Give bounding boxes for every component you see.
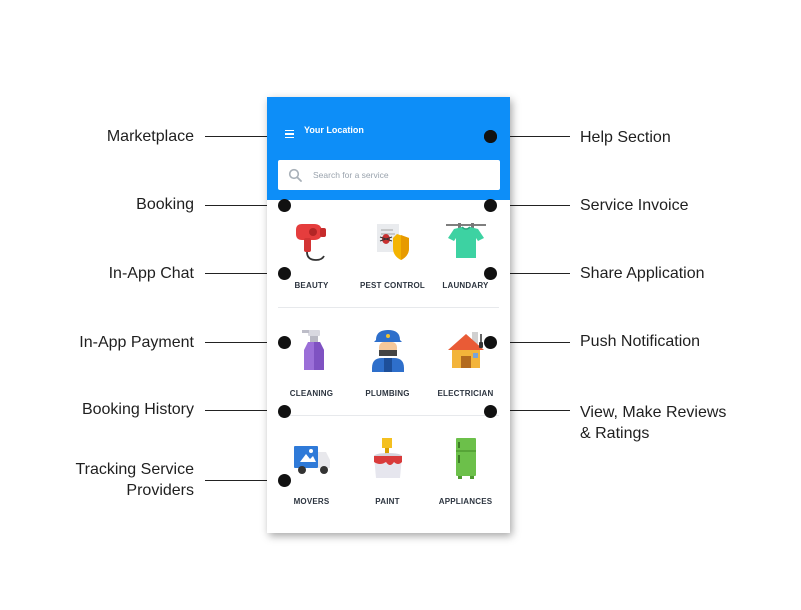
- category-label: APPLIANCES: [438, 497, 493, 506]
- app-header: Your Location Search for a service: [267, 97, 510, 200]
- pest-shield-icon: [377, 224, 409, 260]
- callout-dot: [484, 336, 497, 349]
- category-label: PEST CONTROL: [359, 281, 426, 290]
- menu-icon[interactable]: [285, 130, 294, 139]
- category-electrician[interactable]: ELECTRICIAN: [425, 308, 506, 416]
- category-paint[interactable]: PAINT: [347, 416, 428, 524]
- category-beauty[interactable]: BEAUTY: [271, 200, 352, 308]
- callout-tracking-service-providers: Tracking Service Providers: [75, 461, 194, 499]
- callout-line: [205, 205, 285, 206]
- callout-line: [205, 136, 285, 137]
- callout-reviews-ratings: View, Make Reviews & Ratings: [580, 404, 727, 442]
- callout-booking-history: Booking History: [81, 401, 194, 418]
- paint-bucket-icon: [374, 438, 402, 478]
- callout-line: [205, 410, 285, 411]
- category-label: MOVERS: [293, 497, 330, 506]
- category-plumbing[interactable]: PLUMBING: [347, 308, 428, 416]
- callout-dot: [278, 474, 291, 487]
- callout-line: [491, 205, 570, 206]
- callout-line: [205, 273, 285, 274]
- category-label: ELECTRICIAN: [437, 389, 494, 398]
- refrigerator-icon: [456, 438, 476, 479]
- category-laundary[interactable]: LAUNDARY: [425, 200, 506, 308]
- spray-bottle-icon: [302, 330, 324, 370]
- house-plug-icon: [448, 332, 484, 368]
- callout-service-invoice: Service Invoice: [580, 197, 689, 214]
- plumber-icon: [372, 330, 404, 372]
- callout-dot: [484, 130, 497, 143]
- category-label: BEAUTY: [294, 281, 329, 290]
- search-placeholder: Search for a service: [313, 170, 389, 180]
- callout-push-notification: Push Notification: [580, 333, 701, 350]
- callout-line: [491, 273, 570, 274]
- callout-dot: [278, 199, 291, 212]
- callout-dot: [484, 267, 497, 280]
- callout-dot: [278, 267, 291, 280]
- category-label: LAUNDARY: [442, 281, 489, 290]
- moving-truck-icon: [294, 446, 330, 474]
- callout-dot: [278, 336, 291, 349]
- phone-screen: Your Location Search for a service BEAUT…: [267, 97, 510, 533]
- service-category-grid: BEAUTY PEST CONTROL: [267, 200, 510, 524]
- search-icon: [288, 168, 302, 182]
- callout-dot: [484, 199, 497, 212]
- callout-dot: [278, 405, 291, 418]
- callout-in-app-chat: In-App Chat: [108, 265, 194, 282]
- callout-booking: Booking: [136, 196, 194, 213]
- callout-line: [491, 342, 570, 343]
- row-divider: [278, 415, 499, 416]
- callout-marketplace: Marketplace: [106, 128, 194, 145]
- row-divider: [278, 307, 499, 308]
- callout-in-app-payment: In-App Payment: [79, 334, 194, 351]
- search-input[interactable]: Search for a service: [278, 160, 500, 190]
- callout-help-section: Help Section: [580, 129, 671, 146]
- category-row: CLEANING PLUMBING: [267, 308, 510, 416]
- location-selector[interactable]: Your Location: [304, 125, 364, 135]
- callout-line: [205, 480, 285, 481]
- callout-line: [491, 136, 570, 137]
- category-appliances[interactable]: APPLIANCES: [425, 416, 506, 524]
- category-row: BEAUTY PEST CONTROL: [267, 200, 510, 308]
- category-movers[interactable]: MOVERS: [271, 416, 352, 524]
- category-cleaning[interactable]: CLEANING: [271, 308, 352, 416]
- hair-dryer-icon: [296, 224, 326, 261]
- callout-share-application: Share Application: [580, 265, 705, 282]
- category-label: PAINT: [375, 497, 400, 506]
- shirt-hanger-icon: [446, 223, 486, 258]
- category-label: PLUMBING: [365, 389, 410, 398]
- callout-line: [205, 342, 285, 343]
- category-label: CLEANING: [289, 389, 334, 398]
- callout-dot: [484, 405, 497, 418]
- category-pest-control[interactable]: PEST CONTROL: [352, 200, 433, 308]
- category-row: MOVERS PAINT: [267, 416, 510, 524]
- callout-line: [491, 410, 570, 411]
